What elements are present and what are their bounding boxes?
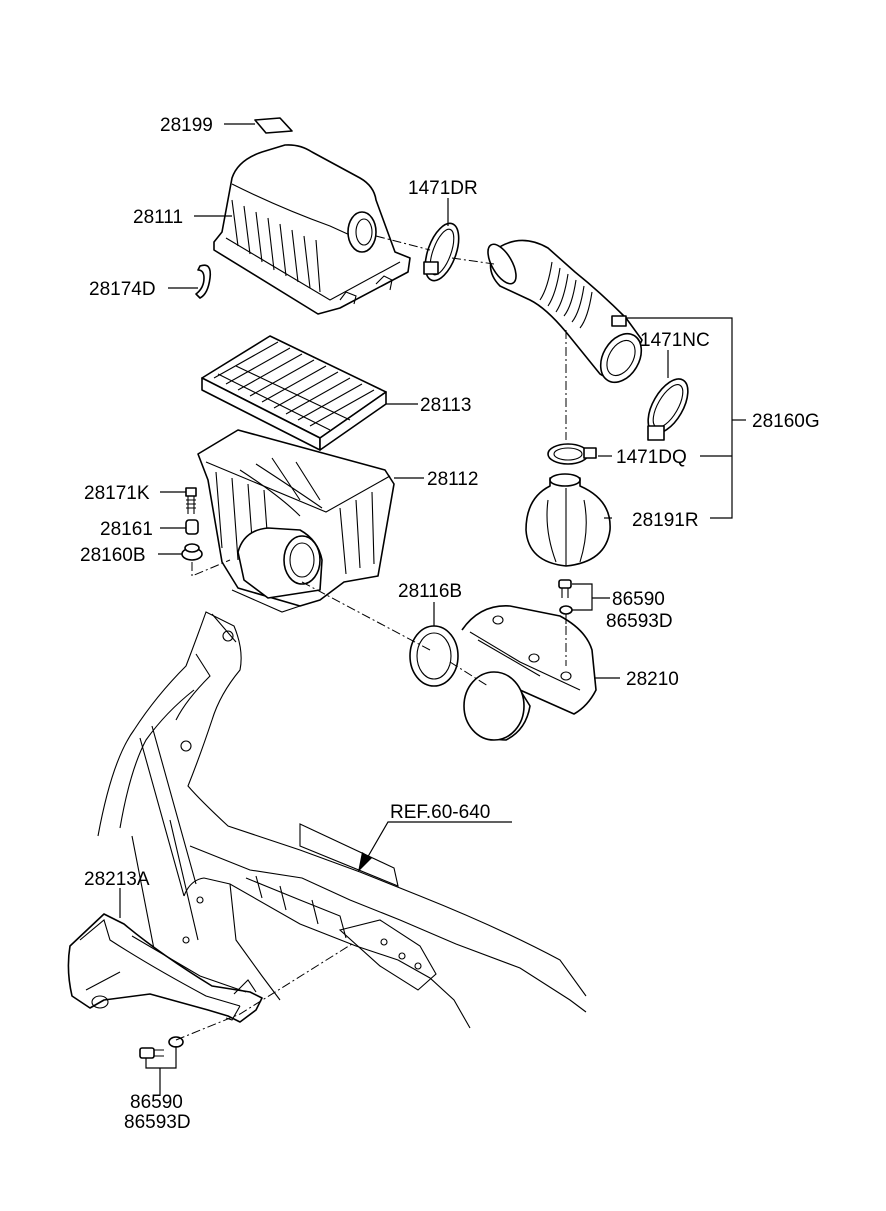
part-28113-filter-element xyxy=(201,335,387,451)
part-28160B-grommet xyxy=(181,543,203,561)
part-28213A-bracket xyxy=(67,913,263,1023)
label-1471DR: 1471DR xyxy=(408,178,478,199)
part-labels: 28199 28111 1471DR 28174D 1471NC 28113 2… xyxy=(80,115,820,1133)
label-1471DQ: 1471DQ xyxy=(616,447,687,468)
part-28174D-clip xyxy=(195,264,212,299)
part-28160G-intake-hose xyxy=(487,239,643,384)
label-28161: 28161 xyxy=(100,519,153,540)
label-28113: 28113 xyxy=(420,395,471,416)
label-1471NC: 1471NC xyxy=(640,330,710,351)
part-28210-duct xyxy=(461,605,597,741)
label-28174D: 28174D xyxy=(89,279,156,300)
part-28161-bushing xyxy=(185,519,199,535)
label-28171K: 28171K xyxy=(84,483,150,504)
part-28112-cleaner-body xyxy=(197,429,395,613)
label-86593D-bottom: 86593D xyxy=(124,1112,191,1133)
label-28191R: 28191R xyxy=(632,510,699,531)
part-86590-screw-bottom xyxy=(139,1036,184,1059)
ref-arrow-icon xyxy=(358,852,372,872)
part-28191R-resonator xyxy=(525,473,611,567)
part-1471DQ-clamp xyxy=(547,443,597,465)
label-86593D-top: 86593D xyxy=(606,611,673,632)
label-28199: 28199 xyxy=(160,115,213,136)
assembly-lines xyxy=(175,235,567,1041)
label-28112: 28112 xyxy=(427,469,478,490)
part-28171K-bolt xyxy=(185,487,197,514)
label-86590-top: 86590 xyxy=(612,589,665,610)
part-28111-cleaner-cover xyxy=(213,144,411,315)
label-28160B: 28160B xyxy=(80,545,146,566)
label-28210: 28210 xyxy=(626,669,679,690)
label-ref-60-640: REF.60-640 xyxy=(390,802,490,823)
part-28116B-ring xyxy=(409,625,459,687)
label-28116B: 28116B xyxy=(398,581,462,602)
label-86590-bottom: 86590 xyxy=(130,1092,183,1113)
label-28160G: 28160G xyxy=(752,411,820,432)
part-1471NC-clamp xyxy=(647,378,689,441)
label-28213A: 28213A xyxy=(84,869,150,890)
leader-lines xyxy=(119,123,746,1096)
part-1471DR-clamp xyxy=(423,222,460,282)
label-28111: 28111 xyxy=(133,207,183,228)
frame-ref-60-640 xyxy=(97,611,587,1029)
part-28199-label-sticker xyxy=(254,117,293,134)
